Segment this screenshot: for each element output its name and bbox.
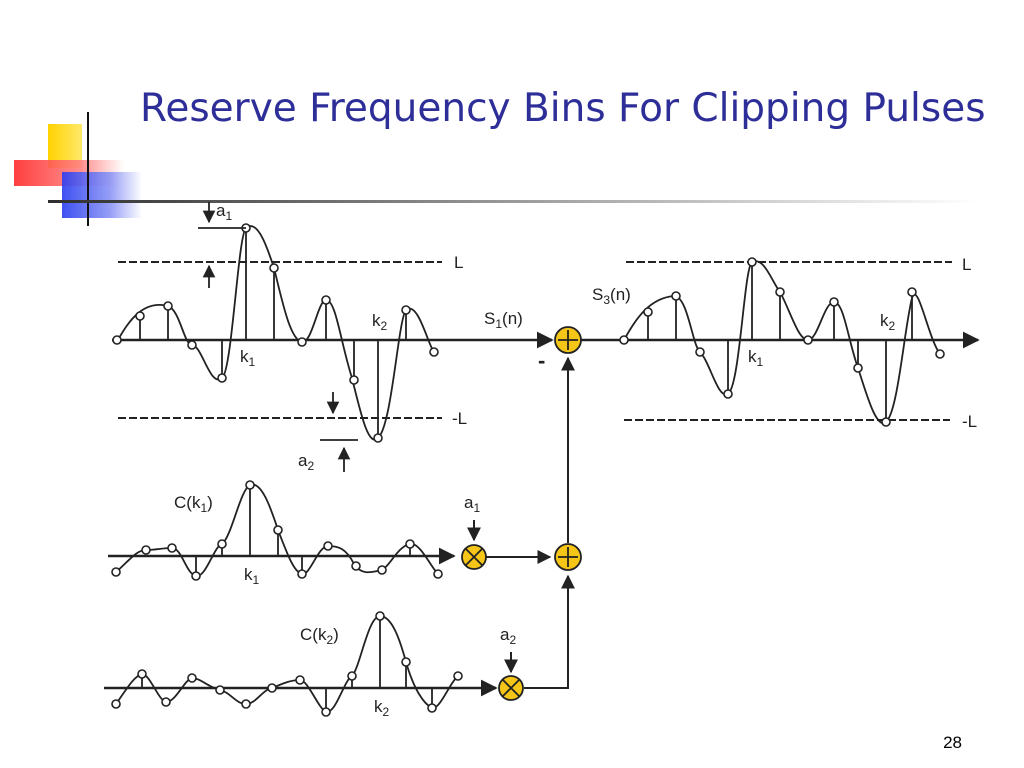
- sample-point: [135, 311, 145, 321]
- sample-point: [881, 417, 891, 427]
- label-minus-sign: -: [538, 348, 545, 373]
- sample-point: [907, 287, 917, 297]
- sample-point: [187, 673, 197, 683]
- sample-point: [112, 335, 122, 345]
- deco-blue-bar: [62, 172, 142, 218]
- sample-point: [217, 373, 227, 383]
- sample-point: [137, 669, 147, 679]
- label-k1-s3: k1: [748, 347, 764, 369]
- sample-point: [747, 257, 757, 267]
- sample-point: [321, 295, 331, 305]
- sample-point: [295, 675, 305, 685]
- adder-top: [554, 326, 582, 354]
- sample-point: [775, 287, 785, 297]
- label-a2-left: a2: [298, 451, 314, 473]
- sample-point: [427, 703, 437, 713]
- sample-points-ck2: [111, 611, 463, 717]
- sample-point: [695, 347, 705, 357]
- sample-point: [187, 340, 197, 350]
- sample-point: [853, 363, 863, 373]
- label-k2-ck2: k2: [374, 697, 390, 719]
- sample-point: [273, 525, 283, 535]
- sample-points-s1: [112, 223, 439, 443]
- sample-point: [377, 565, 387, 575]
- pulse-ck1: [108, 480, 456, 581]
- label-k2-s3: k2: [880, 311, 896, 333]
- adder-bottom: [554, 543, 582, 571]
- labels-ck2: C(k2) k2: [300, 625, 390, 719]
- label-a1-mult: a1: [464, 493, 480, 515]
- sample-point: [167, 543, 177, 553]
- label-k1-ck1: k1: [244, 565, 260, 587]
- sample-point: [375, 611, 385, 621]
- label-a1-top: a1: [216, 201, 232, 223]
- sample-point: [829, 297, 839, 307]
- sample-point: [297, 569, 307, 579]
- label-s3n: S3(n): [592, 285, 631, 307]
- sample-point: [217, 539, 227, 549]
- label-k1-s1: k1: [240, 347, 256, 369]
- label-s1n: S1(n): [484, 309, 523, 331]
- sample-point: [373, 433, 383, 443]
- labels-ck1: C(k1) k1: [174, 493, 260, 587]
- sample-point: [349, 375, 359, 385]
- sample-point: [347, 671, 357, 681]
- title-rule: [48, 200, 978, 203]
- decorative-corner: [14, 112, 978, 226]
- times-icon: [502, 679, 520, 697]
- signal-flow: [467, 356, 575, 689]
- label-k2-s1: k2: [372, 311, 388, 333]
- times-icon: [465, 548, 483, 566]
- label-L-left: L: [454, 253, 463, 272]
- labels-s1: a1 L -L k1 k2 a2 S1(n): [216, 201, 523, 473]
- sample-point: [111, 699, 121, 709]
- label-L-right: L: [962, 255, 971, 274]
- sample-point: [643, 307, 653, 317]
- sample-point: [163, 301, 173, 311]
- sample-point: [935, 349, 945, 359]
- label-negL-left: -L: [452, 409, 467, 428]
- multiplier-a1: [461, 544, 487, 570]
- sample-point: [161, 697, 171, 707]
- sample-point: [619, 335, 629, 345]
- sample-point: [141, 545, 151, 555]
- sample-point: [401, 657, 411, 667]
- sample-point: [433, 569, 443, 579]
- labels-s3: S3(n) L -L k1 k2: [592, 255, 977, 431]
- sample-point: [245, 480, 255, 490]
- slide-number: 28: [943, 733, 962, 752]
- label-a2-mult: a2: [500, 625, 516, 647]
- sample-points-ck1: [111, 480, 443, 581]
- slide-title: Reserve Frequency Bins For Clipping Puls…: [140, 86, 986, 131]
- pulse-ck2: [104, 611, 498, 717]
- sample-point: [297, 337, 307, 347]
- signal-s3: [580, 257, 980, 427]
- signal-s1: [112, 202, 554, 472]
- flow-mult2-to-adder2: [524, 574, 575, 689]
- sample-point: [323, 541, 333, 551]
- label-ck1: C(k1): [174, 493, 213, 515]
- label-ck2: C(k2): [300, 625, 339, 647]
- sample-point: [671, 291, 681, 301]
- sample-point: [191, 571, 201, 581]
- sample-point: [215, 685, 225, 695]
- sample-point: [269, 263, 279, 273]
- sample-point: [453, 671, 463, 681]
- sample-point: [429, 347, 439, 357]
- sample-point: [401, 305, 411, 315]
- label-negL-right: -L: [962, 412, 977, 431]
- sample-point: [321, 707, 331, 717]
- multiplier-a2: [498, 675, 524, 701]
- sample-point: [405, 539, 415, 549]
- sample-point: [111, 567, 121, 577]
- sample-point: [267, 683, 277, 693]
- sample-point: [241, 699, 251, 709]
- waveform-s3: [623, 260, 941, 424]
- sample-point: [803, 335, 813, 345]
- sample-point: [351, 561, 361, 571]
- sample-points-s3: [619, 257, 945, 427]
- sample-point: [723, 389, 733, 399]
